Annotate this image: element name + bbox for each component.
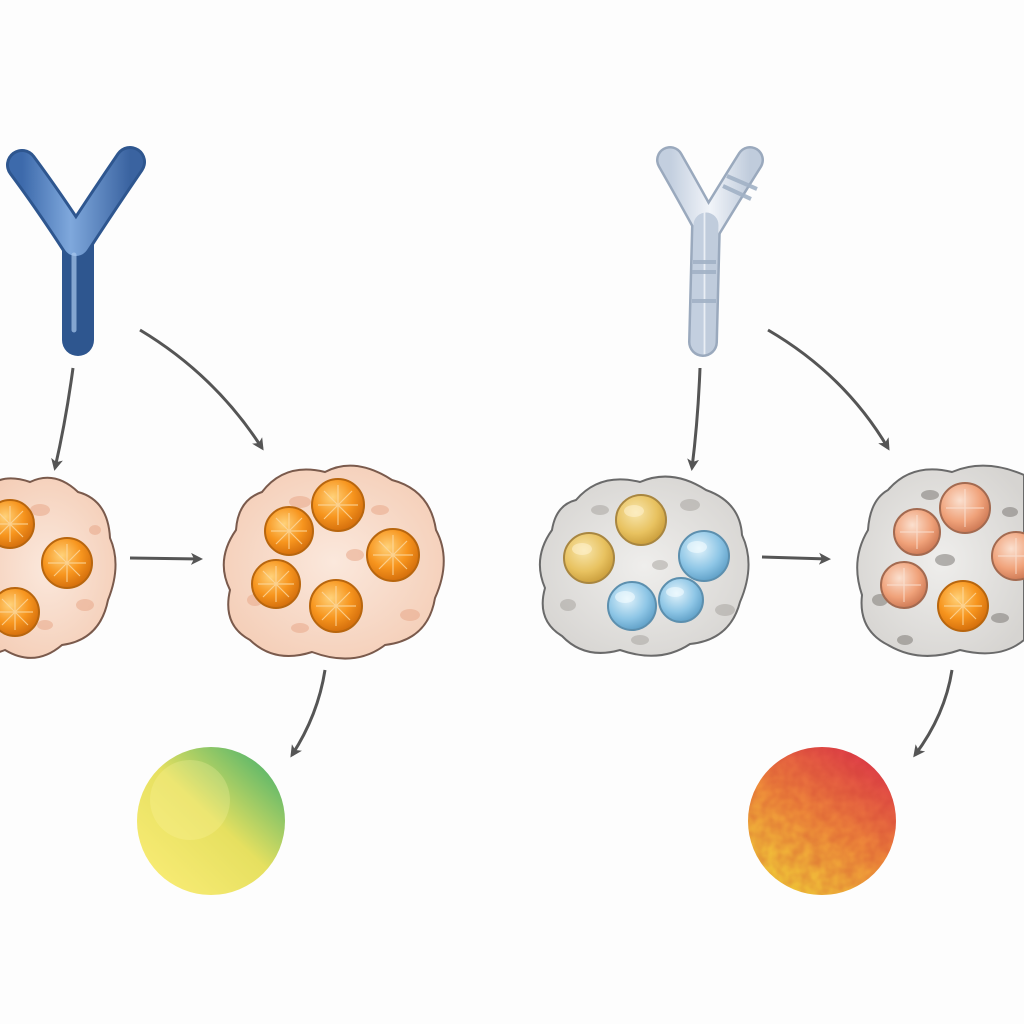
granule-blue	[678, 530, 730, 582]
antibody-y-icon	[656, 146, 764, 357]
result-sphere-icon	[748, 747, 896, 895]
panel-right	[538, 146, 1024, 895]
granule-orange	[311, 478, 365, 532]
result-sphere-icon	[137, 747, 285, 895]
granule-orange	[0, 587, 40, 637]
arrow-cluster-a-to-cluster-b	[129, 552, 203, 565]
granule-salmon	[939, 482, 991, 534]
arrow-cluster-a-to-cluster-b	[761, 552, 831, 565]
granule-orange	[41, 537, 93, 589]
granule-salmon	[991, 531, 1024, 581]
cell-cluster-right-b	[856, 464, 1024, 657]
cell-cluster-left-a	[0, 476, 117, 659]
granule-orange	[937, 580, 989, 632]
granule-orange	[0, 499, 35, 549]
arrow-antibody-to-cluster-b	[139, 328, 264, 451]
granule-salmon	[880, 561, 928, 609]
granule-orange	[251, 559, 301, 609]
antibody-y-icon	[6, 146, 146, 356]
arrow-antibody-to-cluster-b	[767, 328, 890, 451]
granule-orange	[264, 506, 314, 556]
granule-salmon	[893, 508, 941, 556]
granule-blue	[607, 581, 657, 631]
arrow-cluster-b-to-result	[290, 669, 327, 758]
granule-yellow	[615, 494, 667, 546]
panel-left	[0, 146, 445, 895]
arrow-cluster-b-to-result	[913, 669, 954, 758]
granule-yellow	[563, 532, 615, 584]
granule-orange	[366, 528, 420, 582]
granule-orange	[309, 579, 363, 633]
arrow-antibody-to-cluster-a	[51, 367, 75, 471]
arrow-antibody-to-cluster-a	[687, 367, 702, 471]
cell-cluster-left-b	[222, 464, 445, 660]
granule-blue	[658, 577, 704, 623]
cell-cluster-right-a	[538, 475, 750, 657]
